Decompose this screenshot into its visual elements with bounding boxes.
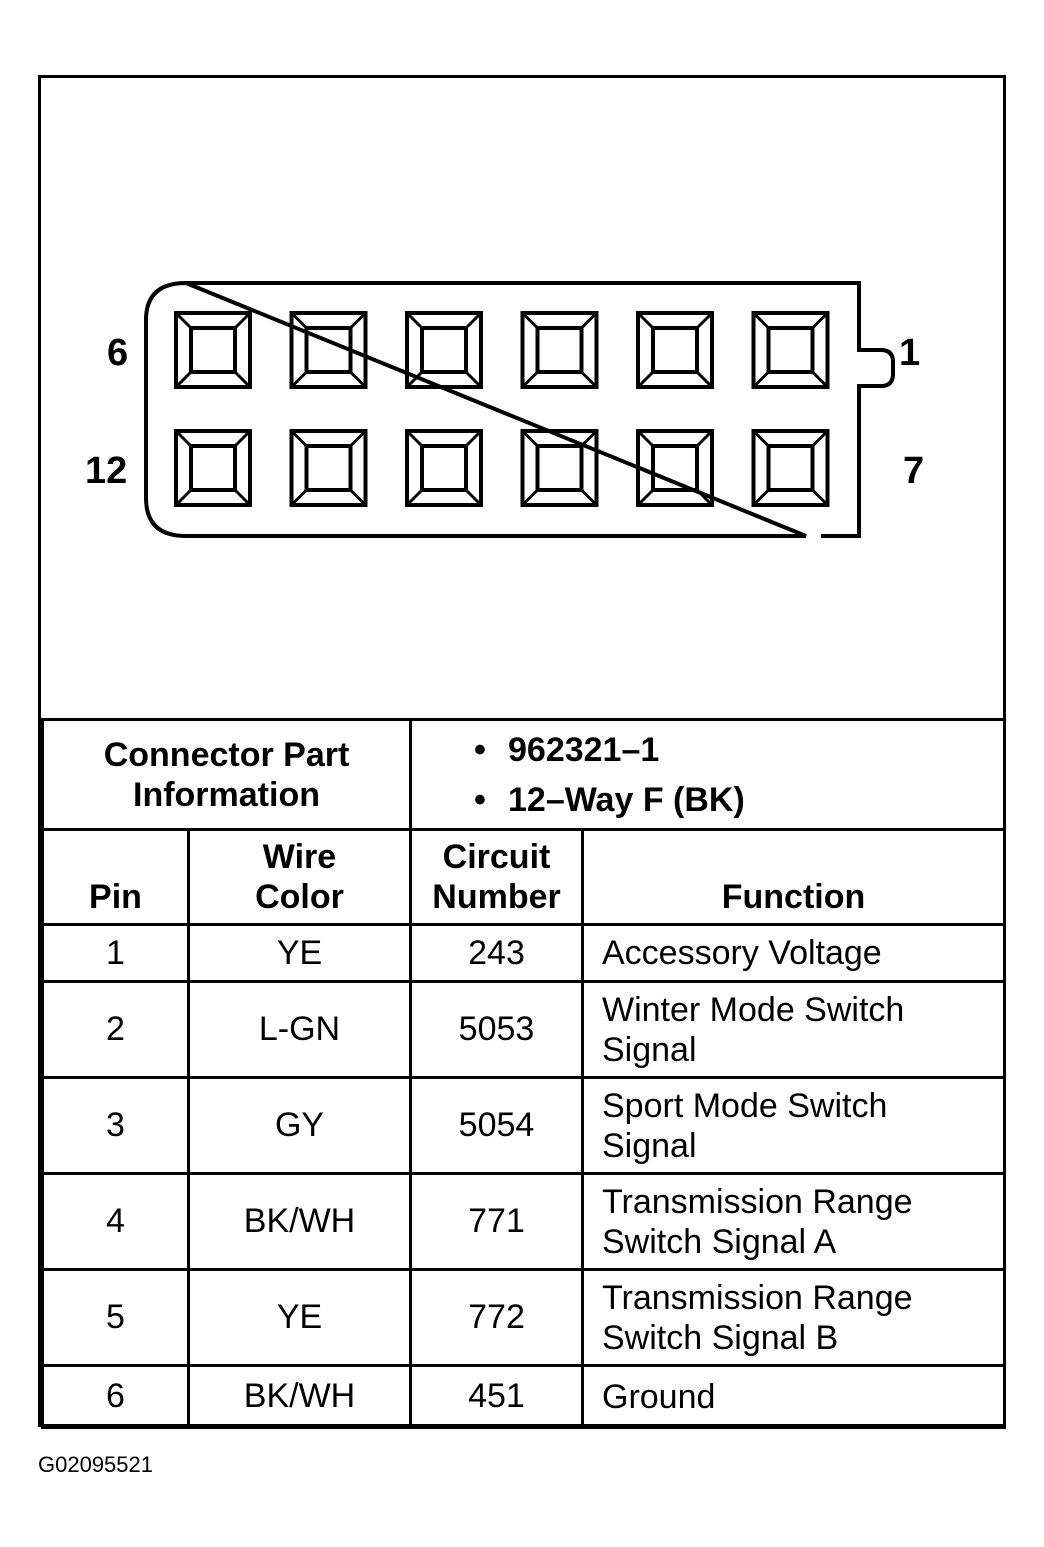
cell-pin: 2 (41, 980, 190, 1079)
part-info-label-line1: Connector Part (103, 735, 350, 774)
table-row: 1 YE 243 Accessory Voltage (41, 923, 1007, 983)
cell-pin: 4 (41, 1172, 190, 1271)
cell-pin: 3 (41, 1076, 190, 1175)
cavity (636, 429, 714, 507)
cavity-grid (174, 311, 830, 507)
pin-label-12: 12 (85, 450, 128, 492)
cell-function: Accessory Voltage (580, 923, 1007, 983)
cell-pin: 6 (41, 1364, 190, 1429)
cell-function: Ground (580, 1364, 1007, 1429)
cell-circuit: 771 (409, 1172, 584, 1271)
header-function: Function (580, 828, 1007, 926)
cavity (174, 429, 252, 507)
cell-wire-color: L-GN (187, 980, 412, 1079)
cavity (289, 311, 368, 389)
cavity (520, 429, 599, 507)
connector-face-drawing (144, 280, 895, 538)
pin-label-6: 6 (107, 332, 129, 374)
cavity (520, 311, 599, 389)
part-info-label: Connector Part Information (41, 718, 412, 831)
cell-wire-color: GY (187, 1076, 412, 1175)
figure-frame: 6 1 12 7 Connector Part Information •962… (38, 75, 1007, 1429)
header-pin: Pin (41, 828, 190, 926)
cell-wire-color: YE (187, 923, 412, 983)
part-info-item: •962321–1 (474, 730, 660, 769)
figure-id: G02095521 (38, 1452, 153, 1477)
cell-circuit: 5054 (409, 1076, 584, 1175)
part-info-item: •12–Way F (BK) (474, 780, 745, 819)
pinout-table: Connector Part Information •962321–1 •12… (41, 718, 1007, 1429)
table-row: 6 BK/WH 451 Ground (41, 1364, 1007, 1429)
cell-wire-color: YE (187, 1268, 412, 1367)
cavity (636, 311, 714, 389)
connector-type: 12–Way F (BK) (508, 780, 745, 819)
pin-label-7: 7 (903, 450, 925, 492)
cell-wire-color: BK/WH (187, 1364, 412, 1429)
connector-outline (144, 280, 895, 538)
cavity (289, 429, 368, 507)
cavity (751, 311, 830, 389)
cell-circuit: 5053 (409, 980, 584, 1079)
cell-circuit: 772 (409, 1268, 584, 1367)
cell-circuit: 243 (409, 923, 584, 983)
cavity (405, 429, 483, 507)
cavity (174, 311, 252, 389)
cell-circuit: 451 (409, 1364, 584, 1429)
part-info-row: Connector Part Information •962321–1 •12… (41, 718, 1007, 831)
connector-diagram: 6 1 12 7 (41, 78, 1003, 718)
cell-pin: 1 (41, 923, 190, 983)
cell-pin: 5 (41, 1268, 190, 1367)
part-info-list: •962321–1 •12–Way F (BK) (408, 718, 1007, 831)
cavity (405, 311, 483, 389)
cavity (751, 429, 830, 507)
part-info-label-line2: Information (133, 775, 320, 814)
part-number: 962321–1 (508, 730, 660, 769)
pin-label-1: 1 (899, 332, 921, 374)
cell-wire-color: BK/WH (187, 1172, 412, 1271)
